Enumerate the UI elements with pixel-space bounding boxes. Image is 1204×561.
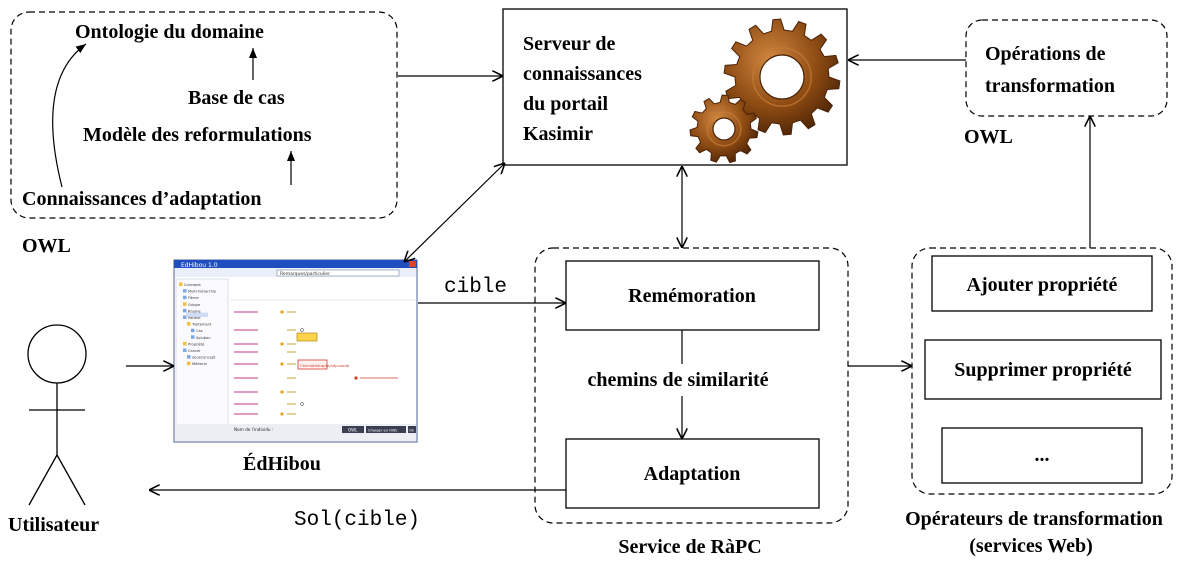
transformation-operators: Ajouter propriété Supprimer propriété ..…: [911, 247, 1173, 495]
operators-group-box: [911, 247, 1173, 495]
svg-text:Médecin: Médecin: [192, 362, 207, 366]
rapc-service-box: [534, 247, 849, 524]
editor-yellow-field: [296, 332, 318, 342]
svg-text:Fièvre: Fièvre: [188, 296, 200, 300]
editor-titlebar: [174, 260, 417, 268]
reformulation-model-label: Modèle des reformulations: [83, 124, 312, 146]
editor-label: ÉdHibou: [243, 452, 321, 475]
retrieval-label: Remémoration: [628, 285, 756, 307]
user-label: Utilisateur: [8, 514, 99, 536]
svg-text:Multi-hiérarchie: Multi-hiérarchie: [188, 290, 217, 294]
transformation-operations-line-2: transformation: [985, 75, 1115, 97]
arrow-server-editor: [404, 163, 505, 262]
gear-large-icon: [723, 18, 841, 136]
adaptation-label: Adaptation: [644, 463, 741, 485]
operator-more-box: [941, 427, 1143, 484]
editor-btn-owl: [342, 426, 364, 433]
operator-add-box: [931, 255, 1153, 312]
operator-remove-label: Supprimer propriété: [954, 359, 1132, 381]
editor-btn-load-label: Charger en OWL: [368, 429, 398, 433]
operators-caption-line-2: (services Web): [969, 535, 1093, 557]
editor-tree-items: ConceptsMulti-hiérarchieFièvreGrippeRhum…: [179, 282, 217, 366]
editor-status-text: Nom de l'individu :: [234, 427, 273, 432]
rapc-service: Remémoration chemins de similarité Adapt…: [534, 247, 849, 524]
gear-small-icon: [689, 94, 759, 164]
svg-text:Concepts: Concepts: [184, 283, 201, 287]
editor-btn-ok-label: Ok: [409, 429, 415, 433]
svg-text:SousConcept: SousConcept: [192, 356, 216, 360]
svg-text:Traitement: Traitement: [191, 323, 212, 327]
server-line-3: du portail: [523, 93, 608, 115]
case-base-label: Base de cas: [188, 87, 285, 109]
arrow-adaptation-to-ontology: [52, 43, 87, 188]
owl-label-right: OWL: [964, 126, 1013, 148]
editor-window-title: EdHibou 1.0: [181, 262, 218, 269]
server-line-1: Serveur de: [523, 33, 616, 55]
editor-window: EdHibou 1.0 Remarques/particulier Concep…: [173, 259, 418, 443]
operators-caption-line-1: Opérateurs de transformation: [905, 508, 1163, 530]
editor-form-rows: [230, 299, 416, 416]
editor-close-button: [409, 261, 416, 267]
editor-form-button-label: Chimiothérapie/adjuvante: [300, 363, 350, 368]
ontology-group: Ontologie du domaine Base de cas Modèle …: [10, 11, 398, 219]
retrieval-box: [565, 260, 820, 331]
server-line-4: Kasimir: [523, 123, 593, 145]
operator-more-label: ...: [1035, 444, 1050, 466]
editor-name-field-value: Remarques/particulier: [280, 271, 330, 277]
transformation-operations: Opérations de transformation: [965, 19, 1168, 117]
svg-text:Patient: Patient: [188, 316, 201, 320]
editor-form-button: [297, 359, 328, 370]
solution-flow-label: Sol(cible): [294, 509, 420, 532]
knowledge-server: Serveur de connaissances du portail Kasi…: [502, 8, 848, 166]
svg-text:Solution: Solution: [196, 336, 211, 340]
operator-remove-box: [924, 339, 1162, 400]
target-flow-label: cible: [444, 276, 507, 299]
editor-btn-load: [366, 426, 406, 433]
user-figure-icon: [27, 324, 87, 506]
transformation-operations-box: [965, 19, 1168, 117]
svg-text:Cas: Cas: [196, 329, 203, 333]
editor-name-field: [276, 269, 400, 277]
ontology-title: Ontologie du domaine: [75, 21, 264, 43]
editor-btn-owl-label: OWL: [348, 428, 358, 433]
rapc-service-caption: Service de RàPC: [618, 536, 761, 558]
adaptation-knowledge-label: Connaissances d’adaptation: [22, 188, 262, 210]
owl-label-left: OWL: [22, 235, 71, 257]
operator-add-label: Ajouter propriété: [967, 274, 1118, 296]
svg-text:Rhume: Rhume: [188, 309, 202, 313]
transformation-operations-line-1: Opérations de: [985, 43, 1106, 65]
svg-text:Grippe: Grippe: [188, 303, 201, 307]
editor-btn-ok: [408, 426, 416, 433]
svg-text:Cancer: Cancer: [188, 349, 201, 353]
server-line-2: connaissances: [523, 63, 642, 85]
similarity-paths-label: chemins de similarité: [587, 369, 768, 391]
svg-text:Propriété: Propriété: [188, 342, 205, 346]
adaptation-box: [565, 438, 820, 509]
ontology-group-box: [10, 11, 398, 219]
